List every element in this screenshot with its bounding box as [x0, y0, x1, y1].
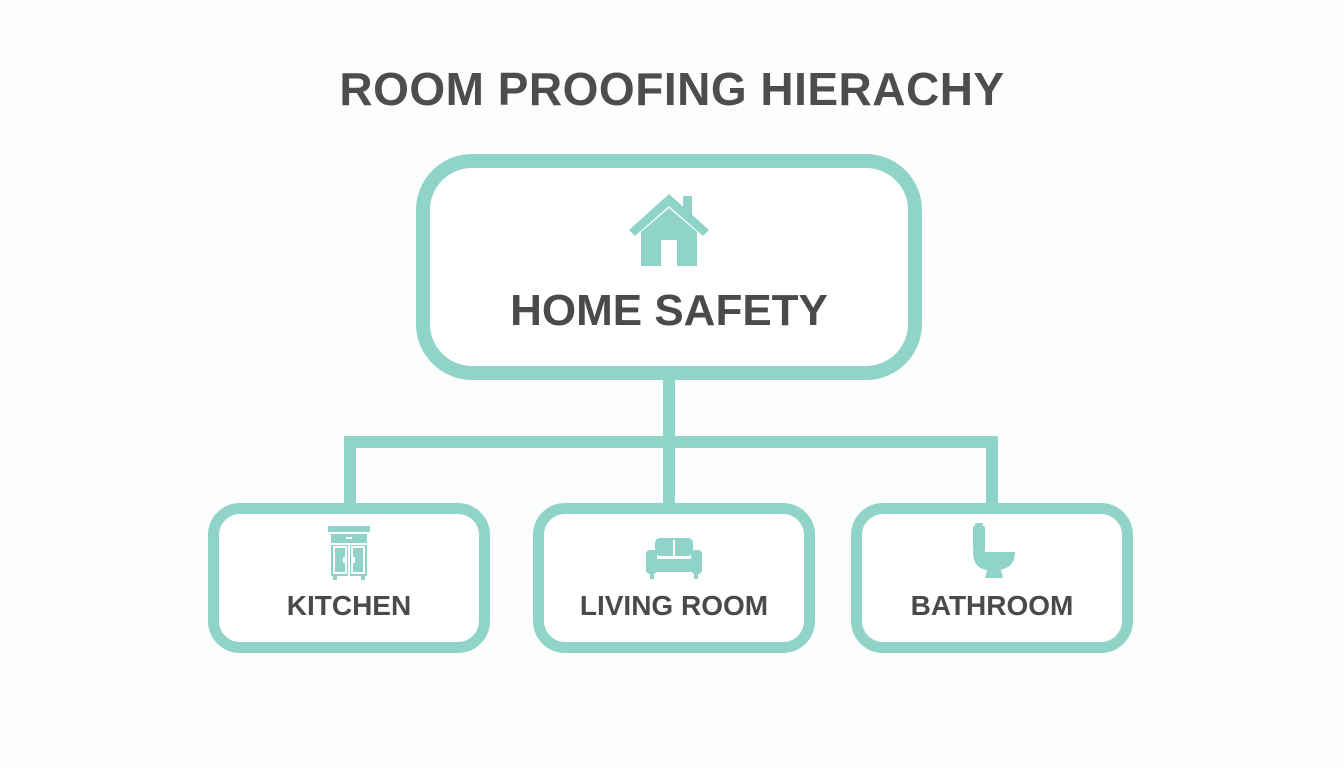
kitchen-cabinet-icon: [328, 526, 370, 580]
root-node-label: HOME SAFETY: [510, 286, 828, 335]
child-node-label: KITCHEN: [286, 590, 412, 621]
child-node-label: LIVING ROOM: [579, 590, 769, 621]
child-node-living-room: LIVING ROOM: [533, 503, 815, 653]
child-node-label: BATHROOM: [910, 590, 1074, 621]
child-node-bathroom: BATHROOM: [851, 503, 1133, 653]
child-node-kitchen: KITCHEN: [208, 503, 490, 653]
sofa-icon: [646, 538, 702, 579]
root-node-home-safety: HOME SAFETY: [416, 154, 922, 380]
toilet-icon: [973, 523, 1015, 578]
diagram-title: ROOM PROOFING HIERACHY: [339, 63, 1005, 115]
house-icon: [629, 194, 709, 266]
